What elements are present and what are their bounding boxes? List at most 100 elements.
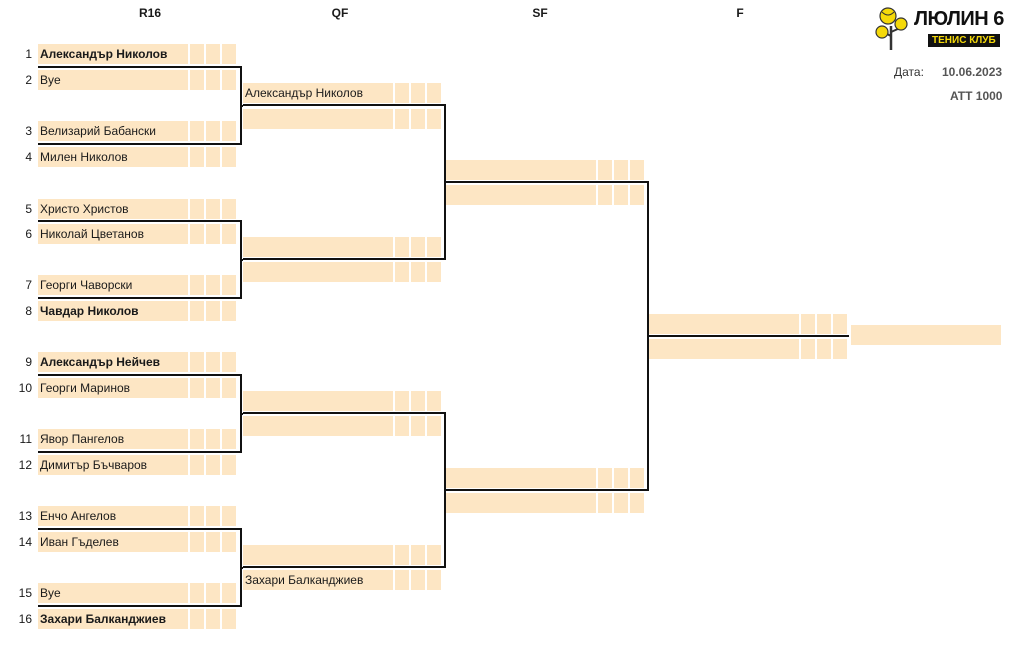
- seed-number: 10: [18, 381, 32, 395]
- score-cell: [411, 391, 425, 411]
- score-cell: [222, 532, 236, 552]
- score-cell: [206, 224, 220, 244]
- round-header-sf: SF: [532, 6, 548, 20]
- f-slot: [649, 339, 847, 359]
- r16-slot: Явор Пангелов: [38, 429, 236, 449]
- seed-number: 7: [25, 278, 32, 292]
- score-cell: [222, 44, 236, 64]
- r16-slot-name: Чавдар Николов: [38, 301, 188, 321]
- seed-number: 2: [25, 73, 32, 87]
- score-cell: [395, 237, 409, 257]
- score-cell: [630, 185, 644, 205]
- score-cell: [206, 429, 220, 449]
- sf-slot: [446, 160, 644, 180]
- bracket-line: [647, 335, 649, 337]
- r16-slot-name: Николай Цветанов: [38, 224, 188, 244]
- score-cell: [630, 468, 644, 488]
- seed-number: 6: [25, 227, 32, 241]
- r16-slot-name: Милен Николов: [38, 147, 188, 167]
- bracket-line: [243, 412, 446, 414]
- qf-slot: [243, 237, 441, 257]
- score-cell: [222, 609, 236, 629]
- score-cell: [817, 314, 831, 334]
- score-cell: [222, 378, 236, 398]
- score-cell: [190, 455, 204, 475]
- score-cell: [395, 262, 409, 282]
- qf-slot-name: [243, 391, 393, 411]
- score-cell: [614, 493, 628, 513]
- score-cell: [598, 493, 612, 513]
- qf-slot: [243, 262, 441, 282]
- score-cell: [206, 378, 220, 398]
- score-cell: [801, 339, 815, 359]
- r16-slot-name: Димитър Бъчваров: [38, 455, 188, 475]
- score-cell: [411, 262, 425, 282]
- r16-slot-name: Георги Маринов: [38, 378, 188, 398]
- bracket-line: [446, 489, 649, 491]
- qf-slot-name: [243, 416, 393, 436]
- score-cell: [833, 314, 847, 334]
- bracket-line: [240, 567, 243, 569]
- round-header-f: F: [736, 6, 744, 20]
- score-cell: [190, 609, 204, 629]
- score-cell: [206, 199, 220, 219]
- score-cell: [222, 199, 236, 219]
- bracket-line: [240, 259, 243, 261]
- bracket-line: [444, 489, 446, 491]
- r16-slot: Георги Чаворски: [38, 275, 236, 295]
- seed-number: 16: [18, 612, 32, 626]
- r16-slot: Милен Николов: [38, 147, 236, 167]
- score-cell: [190, 429, 204, 449]
- score-cell: [614, 160, 628, 180]
- score-cell: [395, 109, 409, 129]
- seed-number: 15: [18, 586, 32, 600]
- score-cell: [395, 545, 409, 565]
- score-cell: [598, 160, 612, 180]
- score-cell: [222, 429, 236, 449]
- qf-slot-name: [243, 545, 393, 565]
- r16-slot: Bye: [38, 583, 236, 603]
- score-cell: [206, 455, 220, 475]
- r16-slot-name: Bye: [38, 583, 188, 603]
- r16-slot-name: Иван Гъделев: [38, 532, 188, 552]
- r16-slot: Захари Балканджиев: [38, 609, 236, 629]
- score-cell: [206, 121, 220, 141]
- score-cell: [598, 185, 612, 205]
- brand-subtitle: ТЕНИС КЛУБ: [928, 34, 1000, 47]
- score-cell: [222, 224, 236, 244]
- seed-number: 3: [25, 124, 32, 138]
- seed-number: 1: [25, 47, 32, 61]
- round-header-r16: R16: [138, 6, 161, 20]
- qf-slot-name: [243, 237, 393, 257]
- bracket-line: [38, 451, 242, 453]
- score-cell: [395, 83, 409, 103]
- r16-slot-name: Bye: [38, 70, 188, 90]
- score-cell: [222, 301, 236, 321]
- score-cell: [190, 275, 204, 295]
- score-cell: [190, 583, 204, 603]
- score-cell: [206, 147, 220, 167]
- score-cell: [427, 237, 441, 257]
- score-cell: [411, 83, 425, 103]
- bracket-line: [649, 335, 849, 337]
- r16-slot: Александър Николов: [38, 44, 236, 64]
- score-cell: [190, 147, 204, 167]
- score-cell: [190, 378, 204, 398]
- score-cell: [411, 570, 425, 590]
- sf-slot-name: [446, 160, 596, 180]
- qf-slot: [243, 545, 441, 565]
- r16-slot: Енчо Ангелов: [38, 506, 236, 526]
- bracket-line: [444, 181, 446, 183]
- bracket-line: [38, 220, 242, 222]
- seed-number: 12: [18, 458, 32, 472]
- score-cell: [801, 314, 815, 334]
- r16-slot-name: Христо Христов: [38, 199, 188, 219]
- score-cell: [206, 609, 220, 629]
- score-cell: [411, 109, 425, 129]
- round-header-qf: QF: [331, 6, 349, 20]
- qf-slot: Захари Балканджиев: [243, 570, 441, 590]
- score-cell: [427, 545, 441, 565]
- score-cell: [190, 70, 204, 90]
- score-cell: [222, 121, 236, 141]
- r16-slot-name: Георги Чаворски: [38, 275, 188, 295]
